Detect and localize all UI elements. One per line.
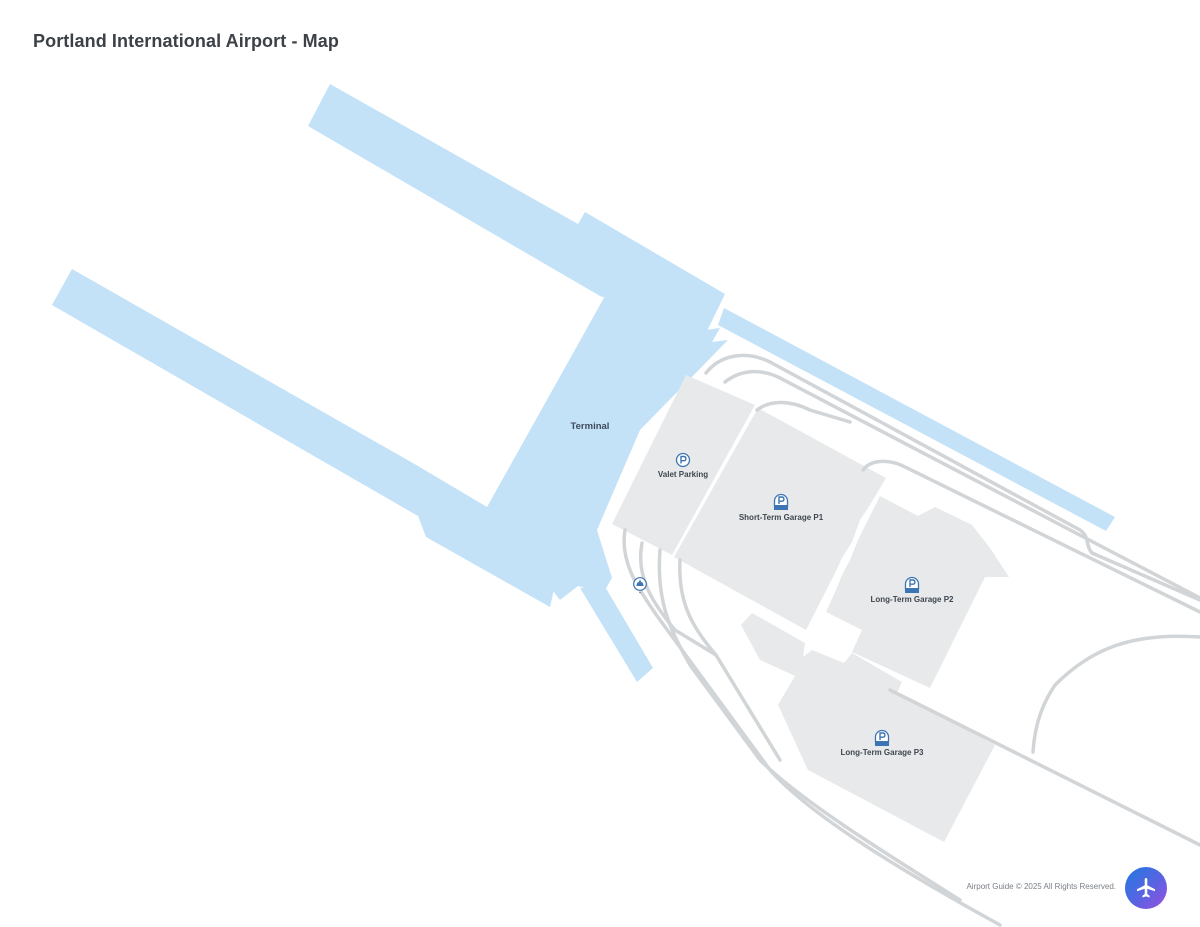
copyright-text: Airport Guide © 2025 All Rights Reserved…	[966, 882, 1116, 891]
parking-long-icon[interactable]	[904, 576, 920, 594]
terminal-area[interactable]	[52, 84, 1115, 682]
airplane-icon	[1137, 878, 1155, 898]
page-title: Portland International Airport - Map	[33, 31, 339, 51]
short-term-garage-p1-label: Short-Term Garage P1	[738, 513, 824, 522]
parking-areas	[612, 375, 1009, 842]
parking-long-icon[interactable]	[874, 729, 890, 747]
parking-icon[interactable]	[675, 452, 691, 468]
valet-parking-label: Valet Parking	[657, 470, 709, 479]
long-term-garage-p3-area[interactable]	[741, 613, 995, 842]
parking-short-icon[interactable]	[773, 493, 789, 511]
short-term-garage-p1-area[interactable]	[674, 408, 886, 630]
long-term-garage-p2-label: Long-Term Garage P2	[870, 595, 954, 604]
east-pier[interactable]	[718, 308, 1115, 531]
airport-guide-button[interactable]	[1125, 867, 1167, 909]
south-concourse[interactable]	[52, 269, 560, 607]
north-concourse[interactable]	[308, 84, 725, 335]
taxi-icon[interactable]	[632, 576, 648, 594]
long-term-garage-p3-label: Long-Term Garage P3	[840, 748, 924, 757]
terminal-label: Terminal	[570, 421, 610, 432]
terminal-main[interactable]	[487, 296, 728, 600]
roads	[622, 353, 1200, 927]
south-pier[interactable]	[580, 585, 653, 682]
